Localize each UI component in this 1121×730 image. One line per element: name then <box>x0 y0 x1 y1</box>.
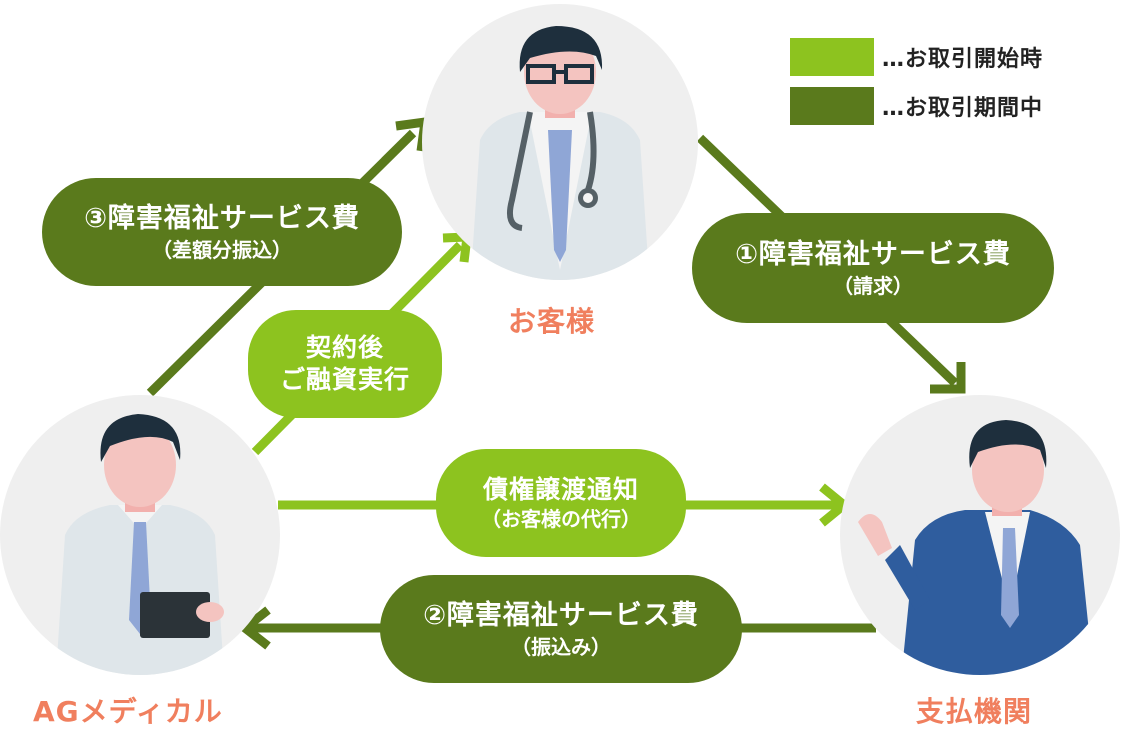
notice-title: 債権譲渡通知 <box>482 474 639 504</box>
legend-swatch-dark <box>790 87 874 125</box>
legend-item-start: …お取引開始時 <box>790 38 1043 76</box>
notice-note: （お客様の代行） <box>481 507 641 532</box>
payer-name: 支払機関 <box>916 695 1033 728</box>
step3-note: （差額分振込） <box>152 237 292 262</box>
agency-name: AGメディカル <box>33 695 223 728</box>
legend-label-start: …お取引開始時 <box>882 47 1044 72</box>
financing-label: 契約後 ご融資実行 <box>248 310 442 418</box>
step3-label: ③障害福祉サービス費 （差額分振込） <box>42 178 402 286</box>
legend-item-period: …お取引期間中 <box>790 87 1043 125</box>
legend-label-period: …お取引期間中 <box>882 96 1044 121</box>
agency-illustration <box>0 395 280 675</box>
step1-note: （請求） <box>833 273 913 298</box>
step2-title: ②障害福祉サービス費 <box>423 600 699 632</box>
step3-title: ③障害福祉サービス費 <box>84 203 360 235</box>
payer-illustration <box>840 395 1120 675</box>
financing-line1: 契約後 <box>305 332 384 362</box>
customer-name: お客様 <box>508 305 596 338</box>
financing-line2: ご融資実行 <box>279 365 410 394</box>
step2-note: （振込み） <box>511 634 611 659</box>
step2-label: ②障害福祉サービス費 （振込み） <box>380 575 742 683</box>
step1-label: ①障害福祉サービス費 （請求） <box>692 213 1054 323</box>
step1-title: ①障害福祉サービス費 <box>735 239 1011 271</box>
notice-label: 債権譲渡通知 （お客様の代行） <box>436 449 686 557</box>
legend-swatch-light <box>790 38 874 76</box>
customer-illustration <box>422 4 698 280</box>
